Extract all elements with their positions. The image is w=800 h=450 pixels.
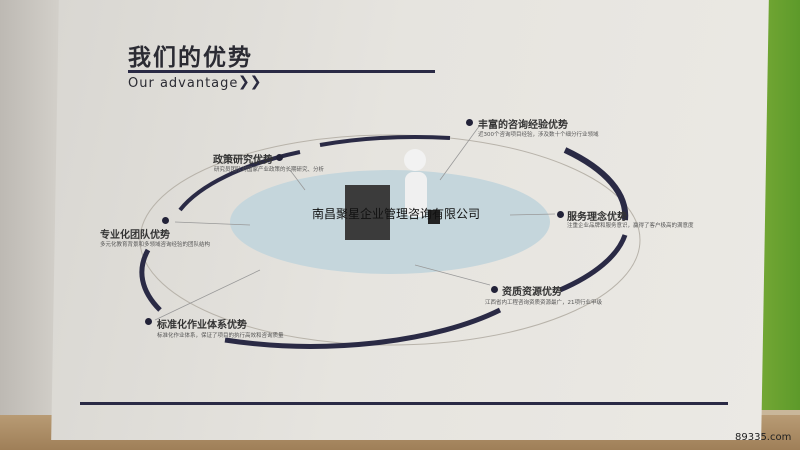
advantage-title: 政策研究优势 (213, 155, 273, 166)
bottom-rule (80, 402, 728, 405)
briefcase (428, 210, 440, 224)
advantage-desc: 标准化作业体系，保证了项目的执行高效和咨询质量 (157, 333, 284, 339)
orbit-thin (139, 134, 641, 346)
bullet-dot (557, 211, 564, 218)
advantage-desc: 注重企业品牌和服务意识，赢得了客户极高的满意度 (567, 223, 694, 229)
advantage-title: 服务理念优势 (567, 212, 627, 223)
bullet-dot (145, 318, 152, 325)
advantage-title: 专业化团队优势 (100, 230, 170, 241)
advantage-desc: 研究员团队对国家产业政策的长期研究、分析 (214, 167, 325, 173)
page-title: 我们的优势 (128, 45, 253, 71)
advantage-title: 资质资源优势 (502, 287, 562, 298)
advantage-desc: 多元化教育背景和多领域咨询经验的团队结构 (100, 242, 211, 248)
orbit-arc (563, 147, 629, 221)
orbit-arc (224, 307, 502, 349)
advantage-title: 标准化作业体系优势 (157, 320, 247, 331)
bullet-dot (491, 286, 498, 293)
bullet-dot (162, 217, 169, 224)
bullet-dot (276, 154, 283, 161)
orbit-arc (139, 248, 162, 312)
company-overlay-text: 南昌聚星企业管理咨询有限公司 (312, 207, 481, 221)
advantage-title: 丰富的咨询经验优势 (478, 120, 568, 131)
title-underline (128, 70, 435, 73)
page-subtitle: Our advantage (128, 76, 239, 91)
chevron-right-icon: ❯❯ (238, 74, 262, 90)
orbit-arc (559, 234, 628, 293)
person-head (404, 149, 426, 171)
person-body (405, 172, 427, 217)
advantage-desc: 江西省内工程咨询资质资源最广，21项行业甲级 (485, 300, 603, 306)
safe-illustration (345, 185, 390, 240)
watermark: 89335.com (735, 432, 792, 443)
orbit-arc (319, 135, 451, 147)
advantage-desc: 近300个咨询项目经验，涉及数十个细分行业领域 (478, 132, 599, 138)
bullet-dot (466, 119, 473, 126)
adjacent-page (0, 0, 60, 450)
